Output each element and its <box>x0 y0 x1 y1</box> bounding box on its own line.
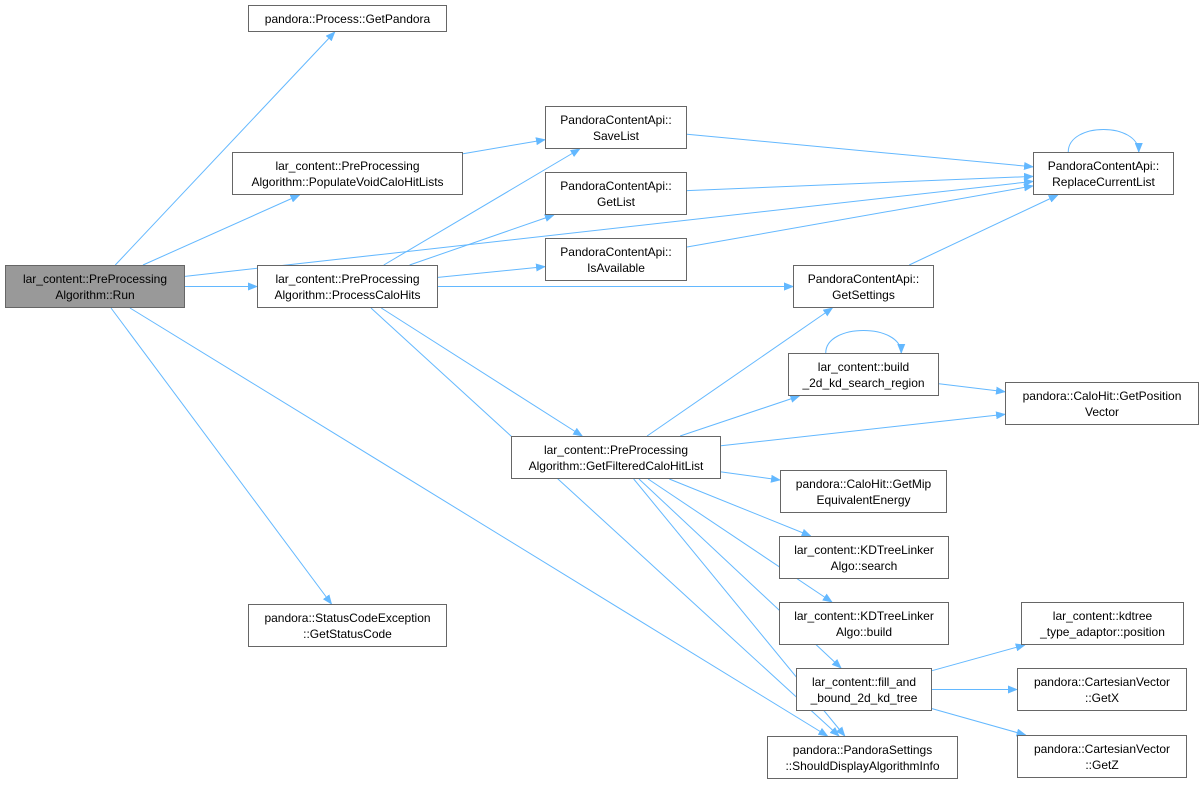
edge-get_filtered-to-kd_search <box>669 478 812 537</box>
node-label-line2: GetSettings <box>832 287 895 302</box>
node-kdtreelinker-search[interactable]: lar_content::KDTreeLinker Algo::search <box>779 536 949 579</box>
edge-save_list-to-replace_current <box>686 133 1034 170</box>
node-label-line1: PandoraContentApi:: <box>807 271 920 286</box>
edge-get_list-to-replace_current <box>686 172 1034 192</box>
edge-fill_bound-to-cart_getz <box>931 708 1027 737</box>
node-label-line2: Algorithm::GetFilteredCaloHitList <box>528 458 704 473</box>
edge-process-to-is_available <box>437 263 546 278</box>
node-api-replacecurrentlist[interactable]: PandoraContentApi:: ReplaceCurrentList <box>1033 152 1174 195</box>
node-label-line1: lar_content::KDTreeLinker <box>794 608 934 623</box>
node-label-line2: ::ShouldDisplayAlgorithmInfo <box>785 758 940 773</box>
edge-fill_bound-to-kdtree_position <box>931 643 1026 672</box>
node-process-calohits[interactable]: lar_content::PreProcessing Algorithm::Pr… <box>257 265 438 308</box>
node-label-line1: PandoraContentApi:: <box>560 244 672 259</box>
edge-get_filtered-to-get_position <box>720 411 1006 447</box>
node-label-line2: Algorithm::ProcessCaloHits <box>274 287 421 302</box>
node-label-line2: ::GetX <box>1084 690 1119 705</box>
node-label-line1: pandora::CartesianVector <box>1033 674 1171 689</box>
node-label-line1: PandoraContentApi:: <box>1047 158 1160 173</box>
edge-run-to-replace_current <box>184 178 1034 277</box>
edge-get_settings-to-replace_current <box>908 194 1059 266</box>
node-label-line2: ::GetStatusCode <box>303 626 392 641</box>
node-label-line1: pandora::StatusCodeException <box>264 610 431 625</box>
edge-process-to-save_list <box>383 148 581 266</box>
node-label-line1: pandora::Process::GetPandora <box>264 11 431 26</box>
node-label-line1: lar_content::kdtree <box>1052 608 1153 623</box>
node-label-line1: lar_content::PreProcessing <box>22 271 168 286</box>
node-get-filtered-calohit-list[interactable]: lar_content::PreProcessing Algorithm::Ge… <box>511 436 721 479</box>
edge-is_available-to-replace_current <box>686 183 1034 248</box>
node-label-line1: PandoraContentApi:: <box>560 178 672 193</box>
node-cartesianvector-getz[interactable]: pandora::CartesianVector ::GetZ <box>1017 735 1187 778</box>
node-process-getpandora[interactable]: pandora::Process::GetPandora <box>248 5 447 32</box>
node-label-line1: pandora::CartesianVector <box>1033 741 1171 756</box>
node-api-getlist[interactable]: PandoraContentApi:: GetList <box>545 172 687 215</box>
node-kdtreelinker-build[interactable]: lar_content::KDTreeLinker Algo::build <box>779 602 949 645</box>
node-label-line2: Vector <box>1084 404 1120 419</box>
node-label-line1: lar_content::PreProcessing <box>543 442 689 457</box>
node-api-isavailable[interactable]: PandoraContentApi:: IsAvailable <box>545 238 687 281</box>
edge-process-to-should_display <box>370 307 840 737</box>
node-label-line1: lar_content::PreProcessing <box>275 158 420 173</box>
node-kdtree-type-adaptor-position[interactable]: lar_content::kdtree _type_adaptor::posit… <box>1021 602 1184 645</box>
node-calohit-getpositionvector[interactable]: pandora::CaloHit::GetPosition Vector <box>1005 382 1199 425</box>
node-label-line2: ::GetZ <box>1085 757 1119 772</box>
node-label-line2: Algo::build <box>835 624 893 639</box>
edge-populate-to-save_list <box>462 137 546 155</box>
edge-run-to-status_code <box>110 307 333 605</box>
edge-get_filtered-to-get_settings <box>646 307 834 437</box>
edge-run-to-get_pandora <box>114 31 336 266</box>
edge-build_region-to-build_region <box>825 330 906 354</box>
node-label-line2: GetList <box>596 194 635 209</box>
node-fill-and-bound-2d-kd-tree[interactable]: lar_content::fill_and _bound_2d_kd_tree <box>796 668 932 711</box>
node-label-line1: lar_content::build <box>817 359 910 374</box>
node-pandorasettings-shoulddisplayalgorithminfo[interactable]: pandora::PandoraSettings ::ShouldDisplay… <box>767 736 958 779</box>
node-label-line2: Algorithm::PopulateVoidCaloHitLists <box>251 174 444 189</box>
node-label-line1: lar_content::PreProcessing <box>275 271 420 286</box>
edge-process-to-get_list <box>409 214 555 266</box>
edge-process-to-get_filtered <box>381 307 584 437</box>
edge-run-to-populate <box>142 194 301 266</box>
node-status-code-exception-getstatuscode[interactable]: pandora::StatusCodeException ::GetStatus… <box>248 604 447 647</box>
edge-get_filtered-to-get_mip <box>720 471 781 483</box>
node-cartesianvector-getx[interactable]: pandora::CartesianVector ::GetX <box>1017 668 1187 711</box>
node-label-line2: SaveList <box>592 128 640 143</box>
node-label-line1: pandora::CaloHit::GetPosition <box>1022 388 1182 403</box>
node-label-line2: EquivalentEnergy <box>816 492 911 507</box>
node-label-line1: lar_content::KDTreeLinker <box>794 542 934 557</box>
node-label-line2: _2d_kd_search_region <box>802 375 925 390</box>
node-api-getsettings[interactable]: PandoraContentApi:: GetSettings <box>793 265 934 308</box>
node-build-2d-kd-search-region[interactable]: lar_content::build _2d_kd_search_region <box>788 353 939 396</box>
edge-run-to-should_display <box>129 307 829 737</box>
node-label-line1: pandora::PandoraSettings <box>792 742 933 757</box>
node-label-line2: _bound_2d_kd_tree <box>810 690 918 705</box>
edge-get_filtered-to-build_region <box>679 395 801 437</box>
node-label-line1: PandoraContentApi:: <box>560 112 672 127</box>
node-label-line2: Algo::search <box>830 558 898 573</box>
node-label-line2: Algorithm::Run <box>55 287 135 302</box>
edge-replace_current-to-replace_current <box>1067 129 1143 153</box>
edge-build_region-to-get_position <box>938 383 1006 395</box>
node-label-line2: IsAvailable <box>587 260 645 275</box>
node-label-line2: ReplaceCurrentList <box>1052 174 1155 189</box>
node-label-line1: lar_content::fill_and <box>811 674 917 689</box>
node-label-line2: _type_adaptor::position <box>1040 624 1165 639</box>
node-populate-void-calohit-lists[interactable]: lar_content::PreProcessing Algorithm::Po… <box>232 152 463 195</box>
edge-get_filtered-to-kd_build <box>647 478 833 603</box>
node-preprocessing-run: lar_content::PreProcessing Algorithm::Ru… <box>5 265 185 308</box>
node-api-savelist[interactable]: PandoraContentApi:: SaveList <box>545 106 687 149</box>
node-label-line1: pandora::CaloHit::GetMip <box>795 476 932 491</box>
node-calohit-getmipequivalentenergy[interactable]: pandora::CaloHit::GetMip EquivalentEnerg… <box>780 470 947 513</box>
